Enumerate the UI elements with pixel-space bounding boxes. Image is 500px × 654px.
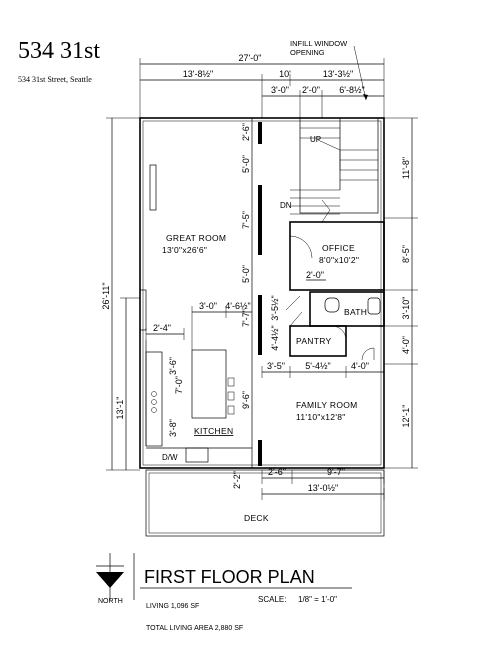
dim-stair-b: 2'-0" bbox=[302, 85, 320, 95]
right-dimensions: 11'-8" 8'-5" 3'-10" 4'-0" 12'-1" bbox=[384, 117, 418, 469]
page-title: 534 31st bbox=[18, 38, 100, 64]
dim-kitchen-w: 2'-4" bbox=[153, 323, 171, 333]
infill-note-line2: OPENING bbox=[290, 48, 325, 57]
family-dimensions: 3'-5" 5'-4½" 4'-0" 2'-6" 9'-7" 13'-0½" bbox=[261, 361, 385, 500]
door-swing bbox=[361, 347, 375, 361]
dim-island-b: 4'-6½" bbox=[225, 301, 250, 311]
stair-down-label: DN bbox=[280, 201, 292, 210]
exterior-walls bbox=[139, 117, 385, 469]
dim-wall-3: 7'-5" bbox=[241, 211, 251, 229]
dim-wall-6: 9'-6" bbox=[241, 391, 251, 409]
dim-top-total: 27'-0" bbox=[239, 53, 262, 63]
dim-wall-4: 5'-0" bbox=[241, 265, 251, 283]
deck: DECK bbox=[145, 469, 385, 537]
bath: BATH 2'-0" bbox=[306, 270, 385, 327]
kitchen-label: KITCHEN bbox=[194, 426, 233, 436]
dim-kitchen-c: 3'-8" bbox=[168, 419, 178, 437]
pantry-label: PANTRY bbox=[296, 336, 332, 346]
dim-right-5: 12'-1" bbox=[401, 405, 411, 428]
total-living-area: TOTAL LIVING AREA 2,880 SF bbox=[146, 625, 243, 632]
dim-stair-a: 3'-0" bbox=[271, 85, 289, 95]
dim-stair-c: 6'-8½" bbox=[339, 85, 364, 95]
address: 534 31st Street, Seattle bbox=[18, 75, 92, 84]
bath-label: BATH bbox=[344, 307, 367, 317]
family-room-label: FAMILY ROOM bbox=[296, 400, 358, 410]
dim-right-3: 3'-10" bbox=[401, 297, 411, 320]
plan-title: FIRST FLOOR PLAN bbox=[144, 567, 315, 587]
dim-kitchen-a: 3'-6" bbox=[168, 357, 178, 375]
dim-right-1: 11'-8" bbox=[401, 157, 411, 179]
center-wall-dimensions: 2'-6" 5'-0" 7'-5" 5'-0" 7'-7" 9'-6" 2'-2… bbox=[232, 118, 262, 489]
dim-right-4: 4'-0" bbox=[401, 336, 411, 354]
dim-bottom-a: 3'-5" bbox=[267, 361, 285, 371]
title-block: NORTH FIRST FLOOR PLAN SCALE: 1/8" = 1'-… bbox=[96, 553, 352, 632]
dim-bottom-c: 4'-0" bbox=[351, 361, 369, 371]
dim-wall-7: 2'-2" bbox=[232, 471, 242, 489]
scale-value: 1/8" = 1'-0" bbox=[298, 595, 337, 604]
dim-left-lower: 13'-1" bbox=[115, 397, 125, 420]
family-room-size: 11'10"x12'8" bbox=[296, 412, 346, 422]
dim-kitchen-b: 7'-0" bbox=[174, 376, 184, 394]
office-size: 8'0"x10'2" bbox=[319, 255, 359, 265]
living-area: LIVING 1,096 SF bbox=[146, 603, 199, 610]
kitchen: 2'-4" 3'-0" 4'-6½" 3'-6" 7'-0" 3'-8" KIT… bbox=[145, 301, 252, 463]
dim-family-total: 13'-0½" bbox=[308, 483, 338, 493]
dim-top-right: 13'-3½" bbox=[323, 69, 353, 79]
stair-up-label: UP bbox=[310, 135, 321, 144]
great-room-label: GREAT ROOM bbox=[166, 233, 226, 243]
dim-pantry-b: 4'-4½" bbox=[270, 325, 280, 350]
pantry: PANTRY 3'-5½" 4'-4½" bbox=[270, 295, 347, 357]
dim-right-2: 8'-5" bbox=[401, 245, 411, 263]
north-arrow-icon bbox=[96, 572, 124, 588]
infill-note-line1: INFILL WINDOW bbox=[290, 39, 348, 48]
dim-island-a: 3'-0" bbox=[199, 301, 217, 311]
dim-wall-5: 7'-7" bbox=[241, 309, 251, 327]
deck-label: DECK bbox=[244, 513, 269, 523]
dim-top-mid: 10' bbox=[279, 69, 291, 79]
office: OFFICE 8'0"x10'2" bbox=[289, 221, 385, 291]
north-label: NORTH bbox=[98, 598, 123, 605]
dim-family-a: 2'-6" bbox=[268, 467, 286, 477]
dim-bottom-b: 5'-4½" bbox=[305, 361, 330, 371]
stairs: UP DN bbox=[280, 117, 379, 223]
scale-label: SCALE: bbox=[258, 595, 286, 604]
left-dimensions: 26'-11" 13'-1" bbox=[101, 117, 140, 471]
dim-family-b: 9'-7" bbox=[327, 467, 345, 477]
dim-top-left: 13'-8½" bbox=[183, 69, 213, 79]
office-label: OFFICE bbox=[322, 243, 355, 253]
dim-pantry-a: 3'-5½" bbox=[270, 295, 280, 320]
great-room-size: 13'0"x26'6" bbox=[162, 245, 207, 255]
dishwasher-label: D/W bbox=[162, 453, 178, 462]
dim-wall-2: 5'-0" bbox=[241, 155, 251, 173]
dim-left-total: 26'-11" bbox=[101, 282, 111, 309]
dim-wall-1: 2'-6" bbox=[241, 123, 251, 141]
top-dimensions: 27'-0" 13'-8½" 10' 13'-3½" 3'-0" 2'-0" 6… bbox=[139, 39, 385, 118]
dim-bath-w: 2'-0" bbox=[306, 270, 324, 280]
